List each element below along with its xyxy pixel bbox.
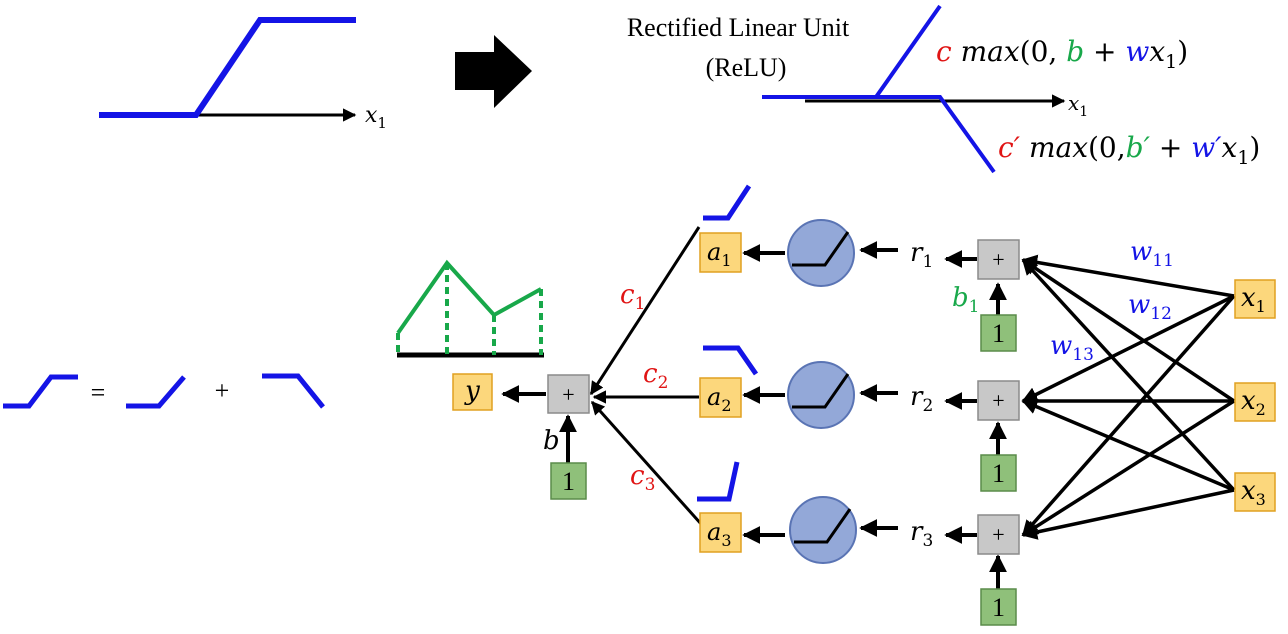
big-right-arrow-icon [455,35,532,108]
equation-relu-up-icon [126,375,186,409]
mini-plot-curve [396,259,542,335]
bias-boxes: 1 1 1 1 [550,314,1017,626]
b1-label: b1 [952,283,979,317]
bias-box-2 [980,454,1017,492]
plus-sign: + [215,376,230,405]
x2-box [1234,382,1276,422]
bias-box-3-label: 1 [992,593,1005,622]
input-weight-edges [1021,254,1236,540]
sum-node-3 [977,514,1020,555]
sum-node-out [547,374,590,414]
sum-node-out-label: + [562,382,574,407]
x2-label: x2 [1241,386,1266,419]
relu-activation-icon [787,361,855,429]
x1-axis-label-right: x1 [1068,91,1088,120]
a1-box [699,232,742,273]
a3-box [699,512,742,553]
sum-nodes: + + + + [547,239,1020,555]
sum-node-2 [977,380,1020,421]
x1-label: x1 [1241,283,1266,316]
relu-activation-icon [789,496,857,564]
x1-axis-label-left: x1 [365,103,387,132]
activation-circles [787,219,857,564]
edge-x3-p2 [1021,399,1235,492]
r1-label: r1 [910,238,933,272]
mini-relu-down-icon [703,345,759,376]
edge-x1-p3 [1021,294,1236,537]
sum-node-3-label: + [992,522,1004,547]
edge-x2-p3 [1021,399,1235,537]
sigmoid-equals-two-relu: = + [3,373,325,409]
a-boxes: a1 a2 a3 [699,232,742,553]
relu-activation-icon [787,219,855,287]
edge-x1-p2 [1021,294,1235,403]
equals-sign: = [91,378,106,407]
x3-label: x3 [1241,476,1266,509]
r3-label: r3 [910,517,933,551]
equation-sigmoid-icon [3,374,78,409]
mini-relu-steep-icon [697,461,740,502]
mini-relu-up-icon [703,184,752,221]
equation-relu-down-icon [262,373,325,409]
y-label: y [464,376,480,406]
output-edges [589,226,704,526]
relu-title-line1: Rectified Linear Unit [627,13,850,42]
edge-x1-p1 [1021,254,1235,298]
hard-sigmoid-sketch: x1 [99,17,387,132]
w11-label: w11 [1130,237,1174,271]
c3-label: c3 [630,461,655,495]
sum-node-2-label: + [992,388,1004,413]
relu-title-line2: (ReLU) [706,53,787,82]
edge-a1-out [589,226,701,396]
bias-box-out-label: 1 [562,467,575,496]
w13-label: w13 [1050,331,1094,365]
x1-box [1234,279,1276,319]
c2-label: c2 [643,359,668,393]
relu-formula-1: c max(0, b + wx1) [936,35,1188,73]
c1-label: c1 [620,280,645,314]
flow-arrows [501,241,1007,591]
relu-title: Rectified Linear Unit (ReLU) [627,13,850,82]
relu-curve-2 [806,95,996,174]
bias-box-2-label: 1 [992,459,1005,488]
hard-sigmoid-curve [99,17,356,118]
bias-box-1-label: 1 [992,319,1005,348]
edge-a3-out [590,400,704,526]
sum-node-1-label: + [992,247,1004,272]
edge-x3-p3 [1021,488,1235,540]
sum-node-1 [977,239,1020,280]
w12-label: w12 [1128,290,1172,324]
edge-x2-p1 [1021,258,1235,403]
relu-formula-2: c′ max(0,b′ + w′x1) [998,131,1260,169]
bias-box-3 [980,588,1017,626]
r2-label: r2 [910,382,933,416]
a2-box [699,377,742,418]
bias-box-1 [980,314,1017,352]
piecewise-linear-sketch [396,259,544,358]
bias-box-out [550,462,587,500]
relu-sketch: x1 [762,4,1088,174]
a2-label: a2 [707,383,732,415]
input-boxes: x1 x2 x3 [1234,279,1276,512]
a3-label: a3 [707,518,732,550]
y-box [452,373,493,411]
x3-box [1234,472,1276,512]
mini-relu-icons [697,184,759,502]
b-output-label: b [543,426,560,456]
a1-label: a1 [707,238,732,270]
edge-x3-p1 [1021,258,1236,492]
